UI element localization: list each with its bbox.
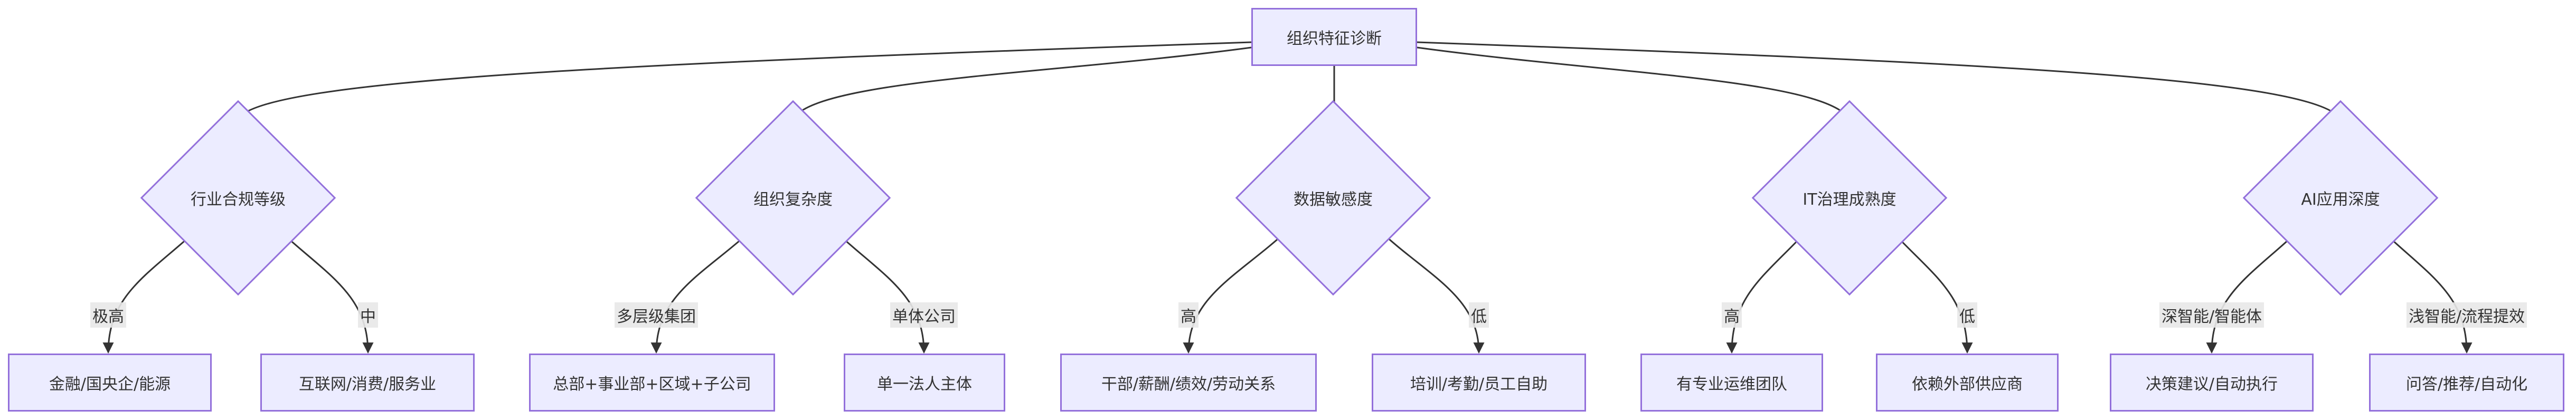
edge-label: 中 bbox=[358, 302, 378, 328]
decision-ai-depth: AI应用深度 bbox=[2242, 100, 2439, 296]
root-to-decision-edge bbox=[1417, 46, 1851, 120]
decision-to-leaf-edge bbox=[2384, 233, 2473, 354]
decision-to-leaf-edge bbox=[1726, 233, 1805, 354]
root-to-decision-edge bbox=[1417, 41, 2342, 120]
edge-label: 单体公司 bbox=[890, 302, 958, 328]
decision-label: AI应用深度 bbox=[2301, 190, 2380, 209]
leaf-label: 干部/薪酬/绩效/劳动关系 bbox=[1101, 375, 1276, 394]
decision-to-leaf-edge bbox=[2206, 233, 2296, 354]
leaf-node: 问答/推荐/自动化 bbox=[2369, 354, 2564, 412]
leaf-node: 互联网/消费/服务业 bbox=[260, 354, 475, 412]
leaf-node: 金融/国央企/能源 bbox=[8, 354, 212, 412]
decision-data-sensitivity: 数据敏感度 bbox=[1235, 100, 1431, 296]
leaf-label: 总部+事业部+区域+子公司 bbox=[553, 375, 751, 394]
edge-label: 深智能/智能体 bbox=[2159, 302, 2264, 328]
leaf-label: 有专业运维团队 bbox=[1676, 375, 1787, 394]
decision-label: 组织复杂度 bbox=[753, 190, 833, 209]
decision-it-governance: IT治理成熟度 bbox=[1751, 100, 1948, 296]
decision-label: IT治理成熟度 bbox=[1803, 190, 1896, 209]
leaf-node: 决策建议/自动执行 bbox=[2110, 354, 2314, 412]
root-node: 组织特征诊断 bbox=[1251, 8, 1417, 66]
leaf-label: 决策建议/自动执行 bbox=[2145, 375, 2278, 394]
leaf-node: 依赖外部供应商 bbox=[1876, 354, 2059, 412]
leaf-label: 互联网/消费/服务业 bbox=[298, 375, 437, 394]
decision-to-leaf-edge bbox=[102, 233, 194, 354]
decision-label: 行业合规等级 bbox=[191, 190, 286, 209]
decision-to-leaf-edge bbox=[1183, 228, 1289, 354]
leaf-label: 金融/国央企/能源 bbox=[49, 375, 171, 394]
edge-label: 高 bbox=[1722, 302, 1742, 328]
leaf-label: 依赖外部供应商 bbox=[1912, 375, 2023, 394]
leaf-label: 单一法人主体 bbox=[877, 375, 972, 394]
edge-label: 高 bbox=[1178, 302, 1199, 328]
leaf-node: 干部/薪酬/绩效/劳动关系 bbox=[1060, 354, 1317, 412]
leaf-node: 有专业运维团队 bbox=[1640, 354, 1823, 412]
leaf-node: 总部+事业部+区域+子公司 bbox=[529, 354, 775, 412]
decision-to-leaf-edge bbox=[650, 233, 749, 354]
edge-label: 低 bbox=[1957, 302, 1977, 328]
edge-label: 多层级集团 bbox=[615, 302, 698, 328]
root-to-decision-edge bbox=[237, 41, 1252, 120]
root-to-decision-edge bbox=[792, 46, 1252, 120]
edge-label: 低 bbox=[1469, 302, 1489, 328]
decision-to-leaf-edge bbox=[282, 233, 374, 354]
decision-org-complexity: 组织复杂度 bbox=[695, 100, 891, 296]
decision-label: 数据敏感度 bbox=[1294, 190, 1373, 209]
root-node-label: 组织特征诊断 bbox=[1287, 30, 1382, 48]
leaf-node: 培训/考勤/员工自助 bbox=[1372, 354, 1586, 412]
edge-label: 浅智能/流程提效 bbox=[2406, 302, 2527, 328]
leaf-label: 问答/推荐/自动化 bbox=[2405, 375, 2528, 394]
edge-label: 极高 bbox=[90, 302, 126, 328]
decision-industry-compliance: 行业合规等级 bbox=[140, 100, 336, 296]
decision-to-leaf-edge bbox=[1377, 228, 1485, 354]
decision-to-leaf-edge bbox=[1893, 233, 1973, 354]
decision-to-leaf-edge bbox=[837, 233, 930, 354]
leaf-label: 培训/考勤/员工自助 bbox=[1410, 375, 1548, 394]
leaf-node: 单一法人主体 bbox=[844, 354, 1005, 412]
